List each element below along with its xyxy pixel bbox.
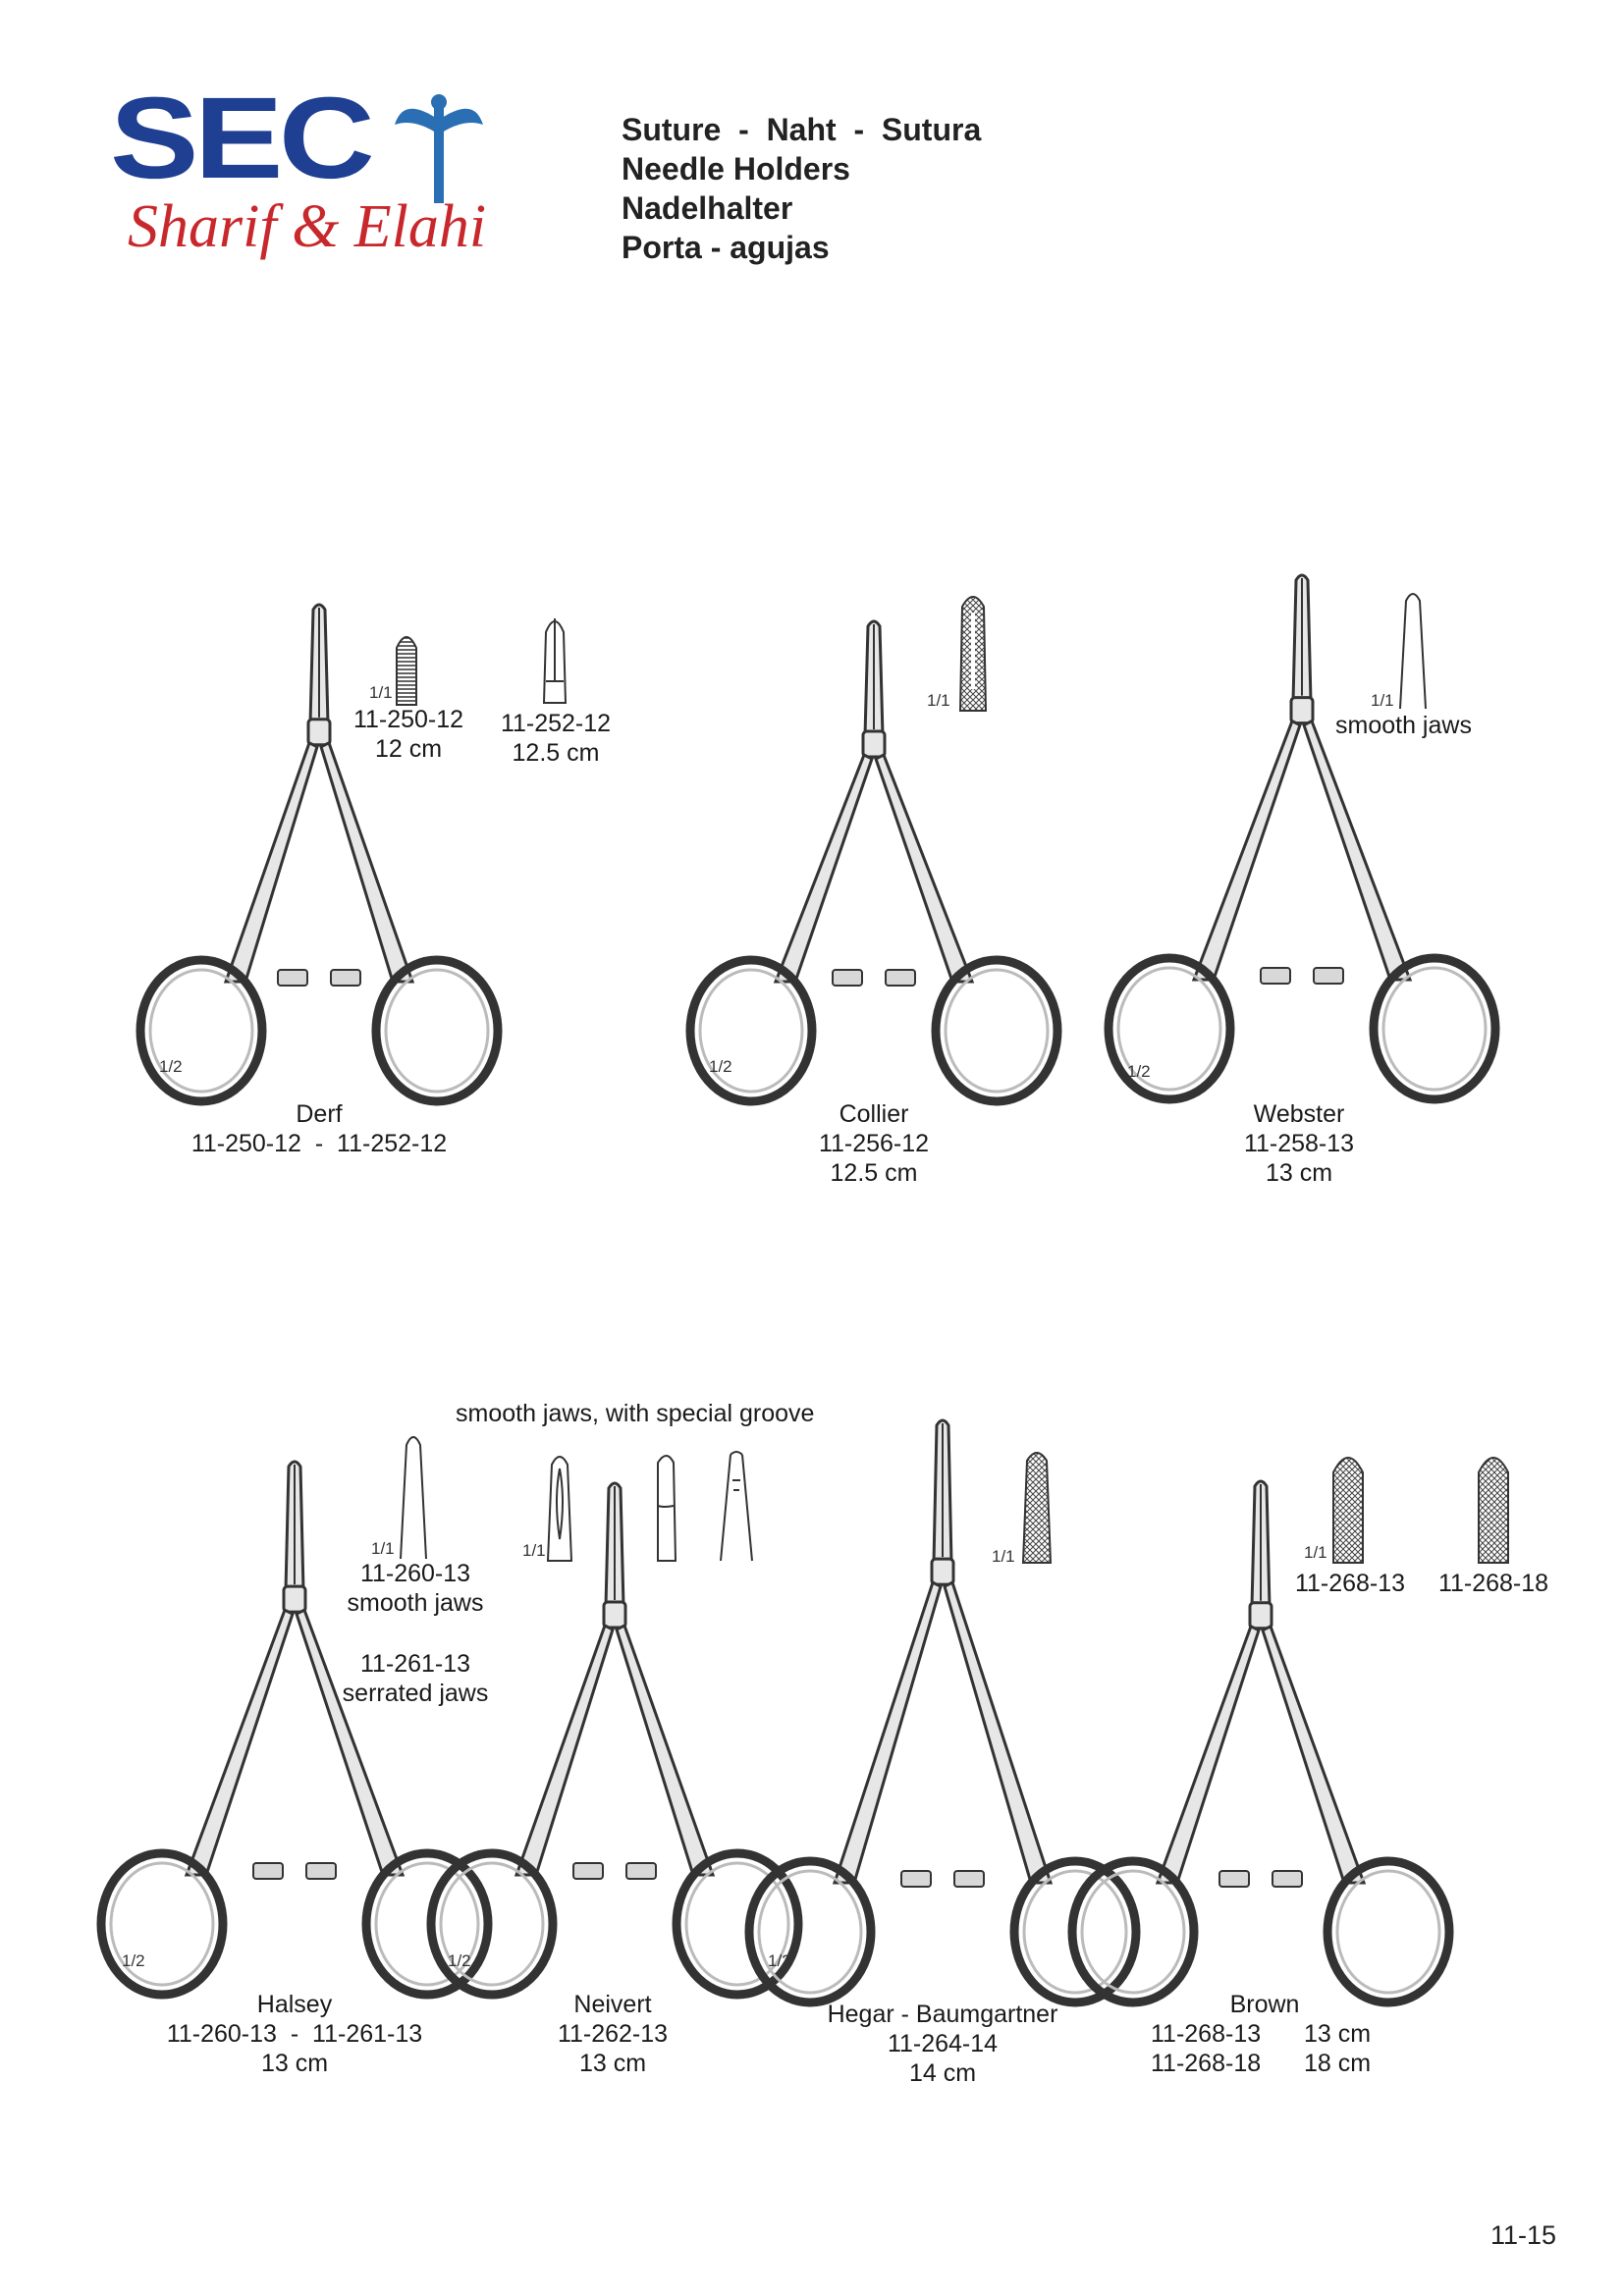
halsey-tip-icon (400, 1436, 427, 1560)
neivert-size: 13 cm (578, 2050, 647, 2077)
collier-needle-holder-icon (685, 619, 1062, 1106)
hegar-tip-icon (1021, 1452, 1053, 1564)
halsey-tip-code1: 11-260-13 (359, 1560, 471, 1587)
header-line-1: Suture - Naht - Sutura (622, 112, 982, 147)
brown-tip2-code: 11-268-18 (1437, 1570, 1549, 1597)
header-line-4: Porta - agujas (622, 230, 830, 265)
webster-size: 13 cm (1265, 1159, 1333, 1187)
brown-code-2: 11-268-18 (1151, 2050, 1262, 2077)
hegar-needle-holder-icon (744, 1418, 1141, 2007)
collier-scale: 1/2 (709, 1057, 732, 1076)
derf-tip1-size: 12 cm (374, 735, 443, 763)
webster-tip-note: smooth jaws (1335, 712, 1472, 739)
halsey-tip-note2: serrated jaws (342, 1680, 489, 1707)
page-header: Suture - Naht - Sutura Needle Holders Na… (622, 110, 981, 267)
collier-code: 11-256-12 (818, 1130, 930, 1157)
brown-tip1-icon (1332, 1457, 1364, 1564)
caduceus-logo-icon (395, 94, 483, 203)
brown-needle-holder-icon (1067, 1479, 1454, 2007)
hegar-tip-scale: 1/1 (992, 1547, 1015, 1566)
page-number: 11-15 (1490, 2220, 1557, 2250)
derf-tip1-code: 11-250-12 (352, 706, 464, 733)
halsey-tip-note1: smooth jaws (347, 1589, 484, 1617)
hegar-code: 11-264-14 (887, 2030, 999, 2057)
brown-tip1-scale: 1/1 (1304, 1543, 1327, 1562)
derf-tip2-code: 11-252-12 (500, 710, 612, 737)
brown-name: Brown (1229, 1991, 1300, 2018)
brown-size-2: 18 cm (1304, 2050, 1372, 2077)
brown-tip2-icon (1478, 1457, 1509, 1564)
neivert-tip3-icon (720, 1451, 753, 1562)
derf-tip2-size: 12.5 cm (512, 739, 600, 767)
webster-tip-icon (1399, 593, 1427, 710)
derf-scale: 1/2 (159, 1057, 183, 1076)
derf-codes: 11-250-12 - 11-252-12 (190, 1130, 448, 1157)
webster-needle-holder-icon (1104, 573, 1500, 1104)
webster-scale: 1/2 (1127, 1062, 1151, 1081)
halsey-tip-code2: 11-261-13 (359, 1650, 471, 1678)
hegar-scale: 1/2 (768, 1951, 791, 1970)
webster-name: Webster (1253, 1100, 1345, 1128)
webster-tip-scale: 1/1 (1371, 691, 1394, 710)
derf-needle-holder-icon (135, 603, 503, 1106)
neivert-scale: 1/2 (448, 1951, 471, 1970)
neivert-name: Neivert (573, 1991, 652, 2018)
halsey-needle-holder-icon (96, 1460, 493, 2000)
halsey-scale: 1/2 (122, 1951, 145, 1970)
collier-tip-scale: 1/1 (927, 691, 950, 710)
hegar-size: 14 cm (908, 2059, 977, 2087)
collier-tip-icon (958, 596, 988, 712)
halsey-codes: 11-260-13 - 11-261-13 (166, 2020, 423, 2048)
derf-name: Derf (296, 1100, 343, 1128)
neivert-code: 11-262-13 (557, 2020, 669, 2048)
groove-note: smooth jaws, with special groove (456, 1400, 815, 1427)
neivert-needle-holder-icon (426, 1481, 803, 2000)
halsey-size: 13 cm (260, 2050, 329, 2077)
derf-tip1-scale: 1/1 (369, 683, 393, 702)
header-line-2: Needle Holders (622, 151, 850, 187)
brown-tip1-code: 11-268-13 (1294, 1570, 1406, 1597)
collier-name: Collier (839, 1100, 909, 1128)
brown-size-1: 13 cm (1304, 2020, 1372, 2048)
neivert-tip-scale: 1/1 (522, 1541, 546, 1560)
neivert-tip1-icon (546, 1456, 573, 1562)
brown-code-1: 11-268-13 (1151, 2020, 1262, 2048)
halsey-name: Halsey (256, 1991, 333, 2018)
derf-tip2-icon (542, 618, 568, 704)
header-line-3: Nadelhalter (622, 190, 793, 226)
logo-script-text: Sharif & Elahi (128, 193, 487, 260)
logo-sec-text: SEC (110, 74, 375, 203)
hegar-name: Hegar - Baumgartner (827, 2001, 1058, 2028)
derf-tip-icon (396, 636, 417, 706)
collier-size: 12.5 cm (830, 1159, 918, 1187)
webster-code: 11-258-13 (1243, 1130, 1355, 1157)
halsey-tip-scale: 1/1 (371, 1539, 395, 1558)
neivert-tip2-icon (657, 1455, 677, 1562)
